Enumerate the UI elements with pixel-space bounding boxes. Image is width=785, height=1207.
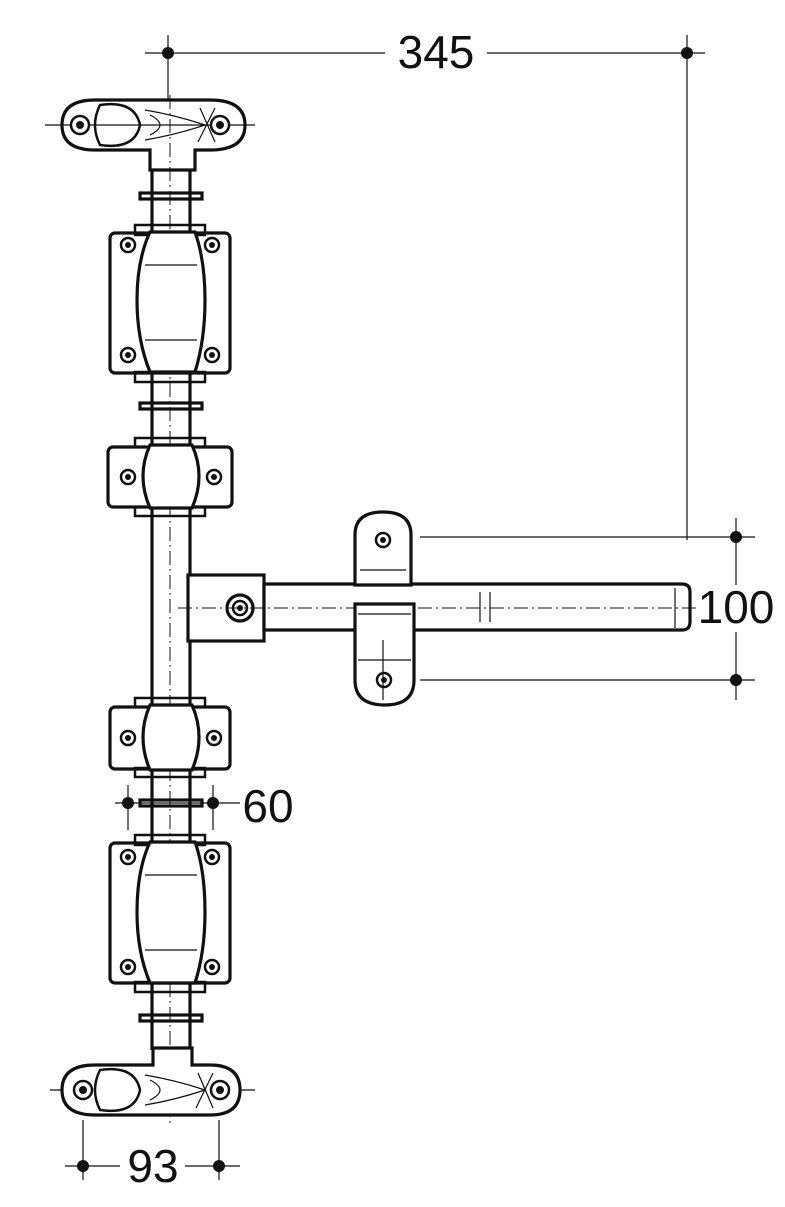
upper-large-bracket — [108, 223, 232, 384]
dimension-label-93: 93 — [127, 1140, 178, 1192]
lower-small-bracket — [108, 696, 232, 779]
cam-bar — [178, 573, 700, 643]
dimension-93: 93 — [65, 1120, 240, 1192]
lower-large-bracket — [108, 833, 232, 994]
dimension-label-60: 60 — [242, 780, 293, 832]
bottom-handle — [50, 1046, 255, 1117]
dimension-60: 60 — [115, 780, 294, 832]
dimension-label-100: 100 — [698, 581, 775, 633]
dimension-label-345: 345 — [398, 26, 475, 78]
upper-small-bracket — [106, 436, 234, 518]
top-handle — [45, 98, 255, 172]
dimension-345: 345 — [145, 26, 705, 540]
dimension-100: 100 — [420, 518, 774, 700]
keeper — [353, 510, 416, 707]
